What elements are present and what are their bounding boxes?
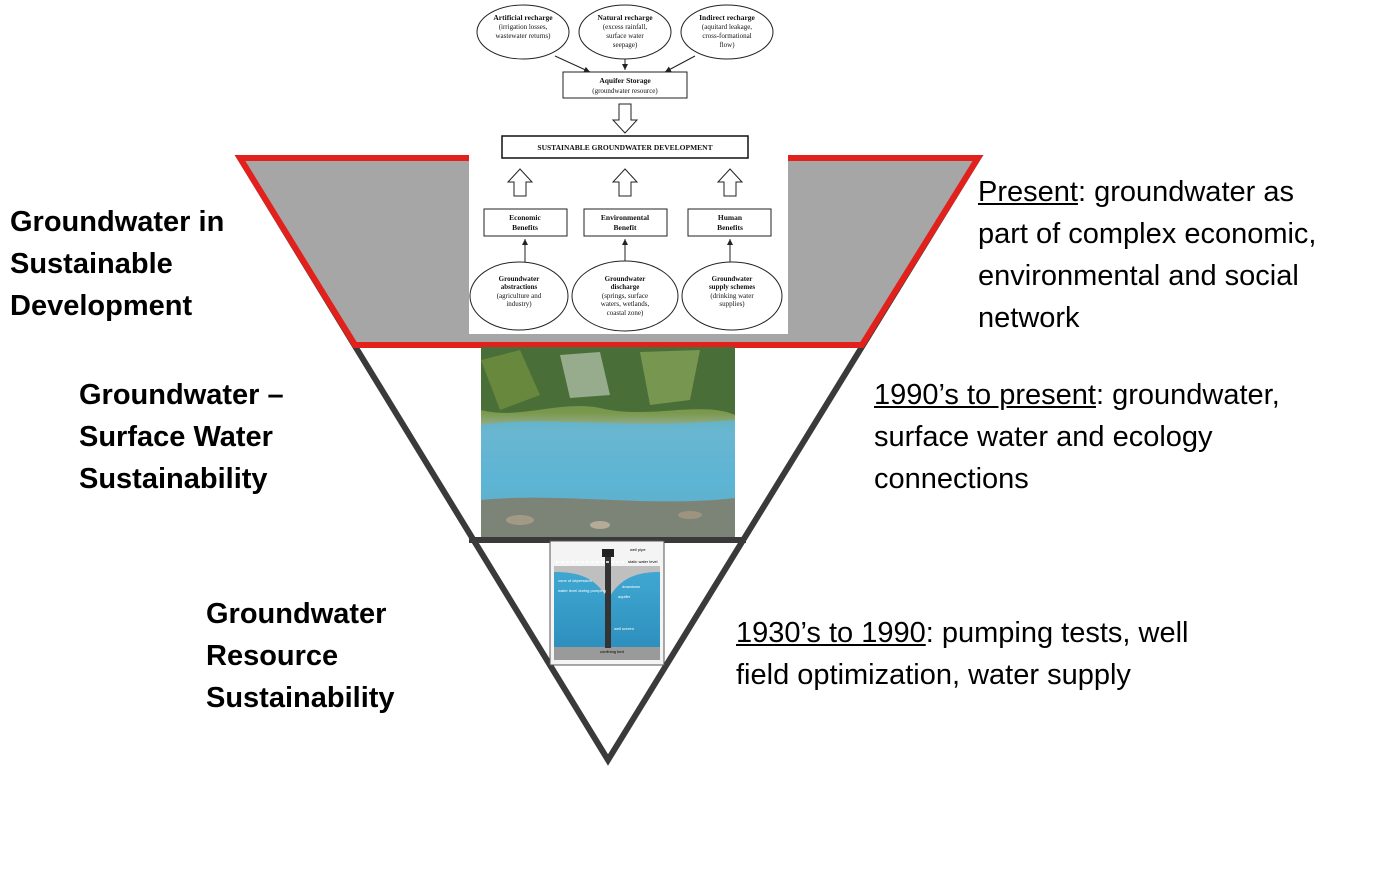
use-2-line-2: waters, wetlands, — [601, 300, 650, 308]
benefit-box-environmental — [583, 208, 668, 237]
well-label-3: cone of depression — [558, 578, 592, 583]
arrow-indirect-to-storage — [664, 55, 696, 73]
well-label-2: static water level — [628, 559, 658, 564]
level-1-desc-line: network — [978, 302, 1080, 334]
level-3-label: Groundwater Resource Sustainability — [206, 593, 395, 719]
use-1-title-1: Groundwater — [499, 275, 540, 283]
well-diagram: well pipe static water level cone of dep… — [549, 540, 665, 666]
level-3-description: 1930’s to 1990: pumping tests, well fiel… — [736, 612, 1188, 696]
hollow-arrow-up-1 — [506, 168, 534, 197]
level-3-period: 1930’s to 1990 — [736, 617, 926, 649]
well-label-7: well screen — [614, 626, 634, 631]
level-1-description: Present: groundwater as part of complex … — [978, 171, 1316, 339]
sustainable-development-box — [501, 135, 749, 159]
level-1-label-line: Sustainable — [10, 248, 173, 280]
recharge-1-line-1: (irrigation losses, — [499, 23, 548, 31]
level-2-label-line: Surface Water — [79, 421, 273, 453]
level-1-label-line: Groundwater in — [10, 206, 225, 238]
well-label-5: water level during pumping — [558, 588, 606, 593]
level-1-desc-line: environmental and social — [978, 260, 1299, 292]
river-photo — [481, 347, 735, 537]
level-2-desc-line: connections — [874, 463, 1029, 495]
benefit-1-line-1: Economic — [509, 213, 541, 222]
level-2-period: 1990’s to present — [874, 379, 1096, 411]
level-3-desc-first-rest: : pumping tests, well — [925, 617, 1189, 649]
use-1-title-2: abstractions — [501, 283, 538, 291]
flowchart: Artificial recharge (irrigation losses, … — [469, 4, 788, 334]
use-2-title-2: discharge — [611, 283, 640, 291]
recharge-2-line-1: (excess rainfall, — [603, 23, 648, 31]
use-2-line-3: coastal zone) — [607, 309, 644, 317]
level-3-label-line: Sustainability — [206, 682, 395, 714]
hollow-arrow-up-2 — [611, 168, 639, 197]
level-1-desc-line: part of complex economic, — [978, 218, 1317, 250]
level-2-label-line: Sustainability — [79, 463, 268, 495]
use-1-line-1: (agriculture and — [497, 292, 542, 300]
level-3-desc-line: field optimization, water supply — [736, 659, 1131, 691]
level-3-label-line: Resource — [206, 640, 339, 672]
level-2-label-line: Groundwater – — [79, 379, 284, 411]
use-2-title-1: Groundwater — [605, 275, 646, 283]
recharge-3-title: Indirect recharge — [699, 13, 755, 22]
aquifer-storage-box — [562, 71, 688, 99]
recharge-3-line-2: cross-formational — [702, 32, 751, 40]
benefit-1-line-2: Benefits — [512, 223, 538, 232]
hollow-arrow-down — [611, 103, 639, 134]
level-1-desc-first-line: Present: groundwater as — [978, 171, 1316, 213]
level-2-desc-first-rest: : groundwater, — [1095, 379, 1280, 411]
level-1-label-line: Development — [10, 290, 193, 322]
recharge-2-line-2: surface water — [606, 32, 644, 40]
recharge-1-line-2: wastewater returns) — [495, 32, 551, 40]
level-1-label: Groundwater in Sustainable Development — [10, 201, 224, 327]
recharge-3-line-1: (aquitard leakage, — [702, 23, 752, 31]
arrow-artificial-to-storage — [554, 55, 591, 73]
recharge-3-line-3: flow) — [719, 41, 735, 49]
benefit-3-line-1: Human — [718, 213, 743, 222]
use-ellipse-abstractions — [469, 261, 569, 331]
recharge-ellipse-indirect — [680, 4, 774, 60]
use-ellipse-discharge — [571, 260, 679, 332]
use-3-line-1: (drinking water — [710, 292, 754, 300]
level-2-description: 1990’s to present: groundwater, surface … — [874, 374, 1280, 500]
well-label-8: confining bed — [600, 649, 624, 654]
aquifer-storage-sub: (groundwater resource) — [592, 87, 658, 95]
use-3-title-1: Groundwater — [712, 275, 753, 283]
level-2-label: Groundwater – Surface Water Sustainabili… — [79, 374, 284, 500]
recharge-ellipse-artificial — [476, 4, 570, 60]
aquifer-storage-title: Aquifer Storage — [599, 76, 651, 85]
benefit-2-line-1: Environmental — [601, 213, 649, 222]
level-1-desc-first-rest: : groundwater as — [1077, 176, 1294, 208]
use-3-line-2: supplies) — [719, 300, 745, 308]
recharge-2-title: Natural recharge — [597, 13, 653, 22]
well-label-4: drawdown — [622, 584, 640, 589]
hollow-arrow-up-3 — [716, 168, 744, 197]
sustainable-development-title: SUSTAINABLE GROUNDWATER DEVELOPMENT — [537, 143, 712, 152]
use-2-line-1: (springs, surface — [602, 292, 648, 300]
level-2-desc-first-line: 1990’s to present: groundwater, — [874, 374, 1280, 416]
benefit-3-line-2: Benefits — [717, 223, 743, 232]
recharge-2-line-3: seepage) — [613, 41, 638, 49]
use-3-title-2: supply schemes — [709, 283, 755, 291]
well-label-1: well pipe — [630, 547, 646, 552]
benefit-box-human — [687, 208, 772, 237]
level-2-desc-line: surface water and ecology — [874, 421, 1213, 453]
use-ellipse-supply — [681, 261, 783, 331]
level-3-label-line: Groundwater — [206, 598, 387, 630]
well-label-6: aquifer — [618, 594, 631, 599]
recharge-1-title: Artificial recharge — [493, 13, 553, 22]
level-3-desc-first-line: 1930’s to 1990: pumping tests, well — [736, 612, 1188, 654]
use-1-line-2: industry) — [506, 300, 532, 308]
benefit-box-economic — [483, 208, 568, 237]
level-1-period: Present — [978, 176, 1078, 208]
benefit-2-line-2: Benefit — [614, 223, 637, 232]
